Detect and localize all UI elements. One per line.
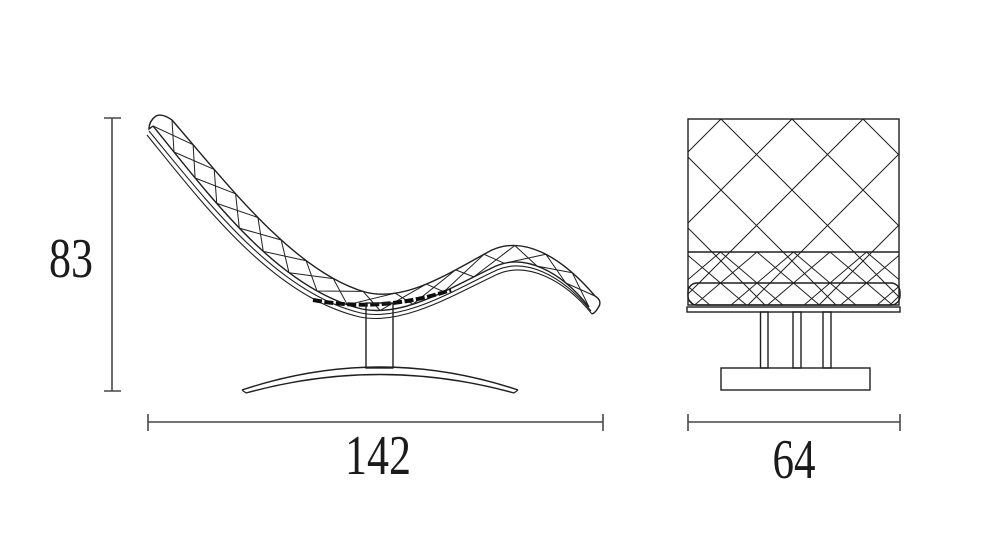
front-support-left — [759, 311, 769, 369]
width-dimension: 64 — [687, 414, 901, 491]
side-seat-top-curve — [171, 119, 596, 297]
front-support-right — [822, 311, 832, 369]
front-seat-slab — [686, 306, 901, 313]
width-dimension-label: 64 — [773, 429, 816, 491]
side-seat-bottom-curve — [152, 125, 590, 312]
side-base-arch-left-tip — [241, 389, 247, 394]
side-shell-outer-line — [148, 130, 592, 315]
front-cushion-band — [687, 282, 901, 306]
side-mounting-bracket — [312, 288, 452, 307]
height-dimension: 83 — [49, 117, 121, 392]
front-base-block — [720, 367, 871, 391]
front-support-center — [792, 311, 802, 369]
side-headrest-cap — [148, 114, 173, 131]
front-seat-quilting — [688, 252, 899, 305]
side-base-arch-bottom — [245, 373, 515, 394]
side-shell-inner-line — [146, 134, 593, 319]
side-base-arch-top — [241, 366, 519, 391]
side-pedestal-column — [365, 302, 394, 369]
side-base-arch-right-tip — [513, 389, 519, 394]
length-dimension-label: 142 — [345, 425, 411, 487]
front-view — [686, 118, 901, 391]
dimension-annotations: 83 142 64 — [49, 117, 901, 491]
side-view — [146, 114, 601, 394]
side-quilting-lattice — [152, 119, 596, 311]
side-foot-tip — [591, 295, 601, 315]
length-dimension: 142 — [147, 414, 604, 487]
height-dimension-label: 83 — [49, 228, 93, 290]
